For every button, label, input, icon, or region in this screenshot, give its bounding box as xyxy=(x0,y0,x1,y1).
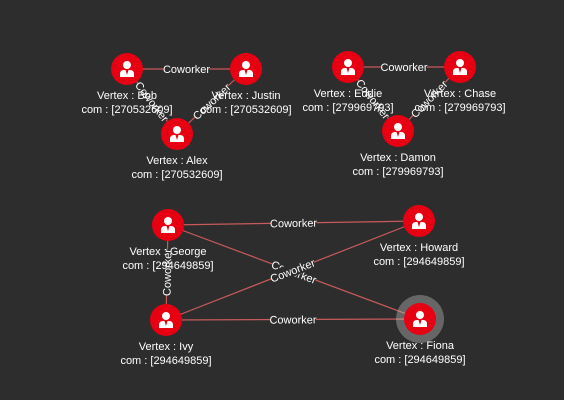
edge-label-bg xyxy=(159,249,174,296)
edge-label: Coworker xyxy=(162,249,175,297)
vertex-alex[interactable]: Vertex : Alex com : [270532609] xyxy=(131,118,223,181)
person-icon xyxy=(159,312,173,328)
person-icon xyxy=(341,59,355,75)
vertex-com-label: com : [279969793] xyxy=(302,102,393,114)
vertex-name-label: Vertex : Howard xyxy=(380,242,458,254)
vertex-ivy[interactable]: Vertex : Ivy com : [294649859] xyxy=(120,304,212,367)
vertex-com-label: com : [279969793] xyxy=(414,102,505,114)
person-icon xyxy=(239,61,253,77)
edge-eddie-chase[interactable]: Coworker xyxy=(348,60,460,74)
vertex-justin[interactable]: Vertex : Justin com : [270532609] xyxy=(200,53,292,116)
vertex-name-label: Vertex : Eddie xyxy=(314,88,383,100)
edge-ivy-fiona[interactable]: Coworker xyxy=(165,312,421,327)
vertex-name-label: Vertex : Fiona xyxy=(386,340,455,352)
edge-label: Coworker xyxy=(132,80,170,125)
person-icon xyxy=(413,311,427,327)
vertex-com-label: com : [294649859] xyxy=(120,355,211,367)
vertex-name-label: Vertex : Ivy xyxy=(139,341,194,353)
edge-label-bg xyxy=(407,77,450,120)
vertex-chase[interactable]: Vertex : Chase com : [279969793] xyxy=(414,51,506,114)
edge-george-howard[interactable]: Coworker xyxy=(167,215,420,231)
person-icon xyxy=(170,126,184,142)
vertex-name-label: Vertex : Damon xyxy=(360,152,436,164)
edge-label-bg xyxy=(163,62,210,75)
vertex-com-label: com : [279969793] xyxy=(352,166,443,178)
vertex-damon[interactable]: Vertex : Damon com : [279969793] xyxy=(352,115,444,178)
person-icon xyxy=(391,123,405,139)
edge-label: Coworker xyxy=(270,218,318,231)
vertex-howard[interactable]: Vertex : Howard com : [294649859] xyxy=(373,205,465,268)
edge-label-bg xyxy=(133,79,172,124)
vertex-com-label: com : [270532609] xyxy=(200,104,291,116)
person-icon xyxy=(161,217,175,233)
edge-label: Coworker xyxy=(191,81,234,122)
edge-label: Coworker xyxy=(163,64,210,76)
vertex-name-label: Vertex : Justin xyxy=(211,90,280,102)
edge-label-bg xyxy=(189,80,233,122)
edge-label: Coworker xyxy=(380,62,427,74)
edge-label: Coworker xyxy=(269,314,316,326)
vertex-com-label: com : [294649859] xyxy=(373,256,464,268)
vertex-name-label: Vertex : Alex xyxy=(146,155,208,167)
vertex-name-label: Vertex : Chase xyxy=(424,88,496,100)
person-icon xyxy=(453,59,467,75)
person-icon xyxy=(412,213,426,229)
edge-label-bg xyxy=(269,312,317,326)
vertex-name-label: Vertex : Bob xyxy=(97,90,157,102)
vertex-com-label: com : [270532609] xyxy=(81,104,172,116)
edge-label-bg xyxy=(354,76,393,121)
vertex-eddie[interactable]: Vertex : Eddie com : [279969793] xyxy=(302,51,394,114)
edge-label-bg xyxy=(270,215,317,230)
vertex-bob[interactable]: Vertex : Bob com : [270532609] xyxy=(81,53,173,116)
vertex-fiona[interactable]: Vertex : Fiona com : [294649859] xyxy=(374,295,466,366)
person-icon xyxy=(120,61,134,77)
vertex-name-label: Vertex : George xyxy=(129,246,206,258)
vertex-george[interactable]: Vertex : George com : [294649859] xyxy=(122,209,214,272)
vertex-com-label: com : [270532609] xyxy=(131,169,222,181)
vertex-com-label: com : [294649859] xyxy=(122,260,213,272)
vertex-com-label: com : [294649859] xyxy=(374,354,465,366)
edge-bob-justin[interactable]: Coworker xyxy=(127,62,246,76)
edge-label-bg xyxy=(381,60,427,73)
edge-label-bg xyxy=(268,255,317,285)
